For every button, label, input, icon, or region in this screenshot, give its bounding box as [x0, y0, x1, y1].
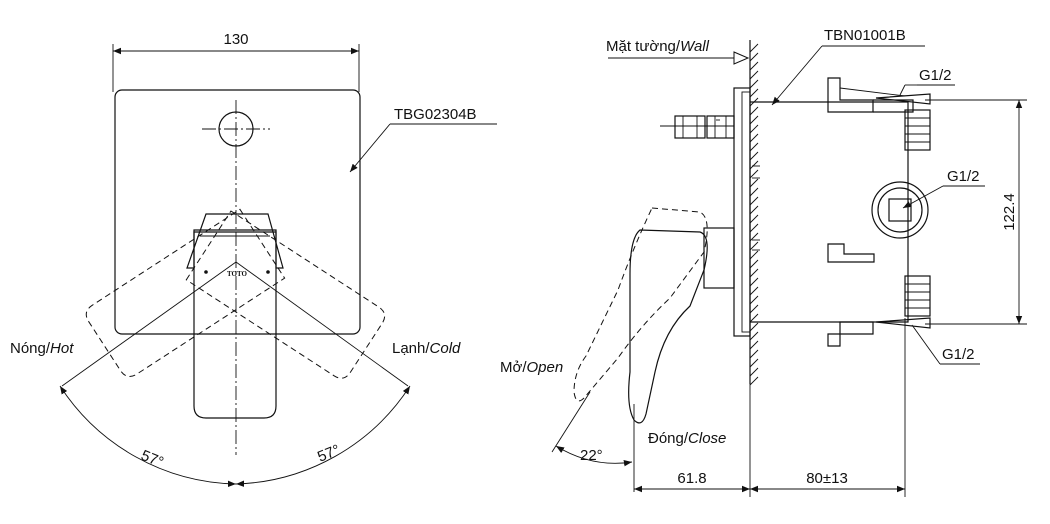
wall-label: Mặt tường/Wall [606, 38, 710, 55]
wall-hatch-line [749, 277, 759, 287]
wall-hatch-line [749, 142, 759, 152]
cold-label: Lạnh/Cold [392, 340, 461, 357]
wall-hatch-line [749, 268, 759, 278]
valve-stem [660, 115, 735, 139]
cold-position-outline [185, 210, 386, 379]
port-bottom-label: G1/2 [942, 346, 975, 363]
port-top-label: G1/2 [919, 67, 952, 84]
handle-hub [703, 227, 735, 289]
wall-hatch-line [749, 88, 759, 98]
wall-hatch-line [749, 79, 759, 89]
side-lever-open [573, 207, 708, 402]
width-dimension: 130 [112, 31, 360, 92]
upper-thread-boss [904, 109, 931, 151]
wall-hatch-line [749, 250, 759, 260]
wall-hatch-line [749, 340, 759, 350]
wall-hatch-line [749, 295, 759, 305]
body-part-leader: TBN01001B [771, 27, 925, 106]
open-angle-label: 22° [580, 447, 603, 464]
hot-position-outline [85, 208, 286, 378]
wall-hatch-line [749, 115, 759, 125]
wall-hatch-line [749, 304, 759, 314]
wall-hatch-line [749, 214, 759, 224]
wall-hatch-line [749, 178, 759, 188]
wall-hatch-line [749, 160, 759, 170]
wall-hatch-line [749, 151, 759, 161]
wall [749, 40, 759, 386]
wall-hatch-line [749, 376, 759, 386]
open-label: Mở/Open [500, 359, 563, 376]
lower-thread-boss [904, 275, 931, 317]
center-port [871, 181, 929, 239]
wall-hatch-line [749, 196, 759, 206]
port-center-callout: G1/2 [902, 168, 985, 209]
hot-label: Nóng/Hot [10, 340, 74, 357]
side-lever-closed [628, 229, 708, 424]
angle-right-label: 57° [315, 441, 342, 465]
brand-logo: TOTO [227, 270, 248, 278]
top-port [827, 77, 931, 113]
plate-part-leader: TBG02304B [349, 106, 497, 173]
width-dim-label: 130 [223, 31, 248, 48]
wall-hatch-line [749, 358, 759, 368]
bottom-port [827, 317, 931, 347]
height-dimension: 122.4 [925, 99, 1027, 325]
wall-hatch-line [749, 331, 759, 341]
wall-hatch-line [749, 313, 759, 323]
close-label: Đóng/Close [648, 430, 726, 447]
wall-hatch-line [749, 106, 759, 116]
wall-hatch-line [749, 322, 759, 332]
port-center-label: G1/2 [947, 168, 980, 185]
wall-hatch-line [749, 205, 759, 215]
lever-handle [193, 229, 277, 419]
angle-left-label: 57° [139, 447, 166, 471]
plate-part-label: TBG02304B [394, 106, 477, 123]
wall-hatch-line [749, 349, 759, 359]
wall-hatch-line [749, 286, 759, 296]
port-top-callout: G1/2 [899, 67, 955, 96]
valve-body [750, 101, 909, 323]
depth-front-label: 61.8 [677, 470, 706, 487]
mounting-clip [827, 243, 875, 263]
wall-hatch-line [749, 241, 759, 251]
port-bottom-callout: G1/2 [911, 324, 980, 365]
wall-hatch-line [749, 367, 759, 377]
wall-hatch-line [749, 169, 759, 179]
cover-plate [114, 89, 361, 335]
front-view: 130 TBG02304B TOTO [10, 31, 497, 488]
depth-back-label: 80±13 [806, 470, 848, 487]
wall-hatch-line [749, 124, 759, 134]
height-dim-label: 122.4 [1001, 193, 1018, 231]
body-part-label: TBN01001B [824, 27, 906, 44]
wall-hatch-line [749, 187, 759, 197]
wall-hatch-line [749, 61, 759, 71]
wall-hatch-line [749, 52, 759, 62]
wall-hatch-line [749, 259, 759, 269]
wall-hatch-line [749, 223, 759, 233]
wall-hatch-line [749, 43, 759, 53]
wall-leader: Mặt tường/Wall [606, 38, 750, 65]
side-view: Mặt tường/Wall TBN01001B [500, 27, 1027, 497]
depth-dimensions: 61.8 80±13 [634, 318, 906, 497]
wall-hatch-line [749, 70, 759, 80]
wall-hatch-line [749, 232, 759, 242]
wall-hatch-line [749, 133, 759, 143]
